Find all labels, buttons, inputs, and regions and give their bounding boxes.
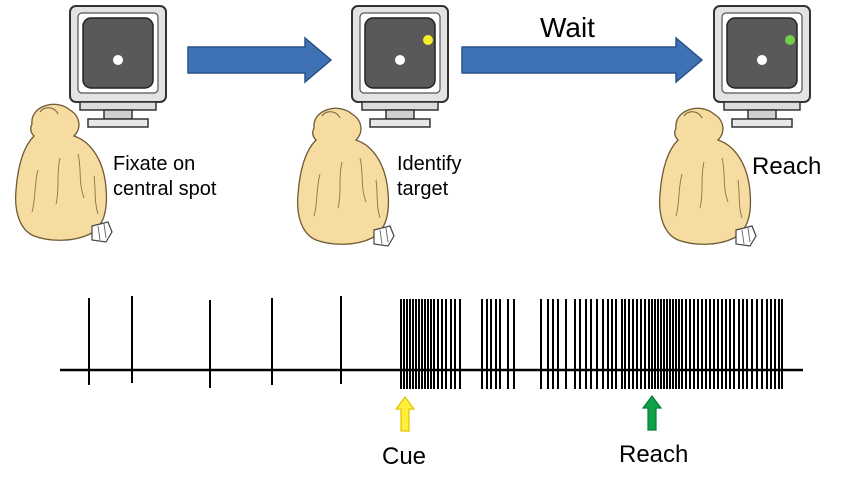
arrow-1-icon — [187, 36, 333, 84]
monitor-3 — [713, 5, 811, 128]
stage-2-label: Identify target — [397, 152, 461, 202]
stage-3-label-line1: Reach — [752, 153, 822, 180]
fixation-spot — [395, 55, 405, 65]
monitor-1 — [69, 5, 167, 128]
stage-2-label-line1: Identify — [397, 153, 462, 175]
stage-1-label-line1: Fixate on — [113, 153, 196, 175]
fixation-spot — [757, 55, 767, 65]
monitor-2 — [351, 5, 449, 128]
cue-arrow-icon — [394, 396, 416, 432]
monkey-2 — [296, 107, 395, 247]
target-dot — [785, 35, 795, 45]
cue-label: Cue — [382, 443, 427, 470]
stage-1-label: Fixate on central spot — [113, 152, 216, 202]
spike-raster — [60, 296, 803, 389]
arrow-2-icon — [461, 36, 704, 84]
wait-label: Wait — [540, 12, 595, 43]
target-dot — [423, 35, 433, 45]
monitor-icon — [713, 5, 811, 128]
fixation-spot — [113, 55, 123, 65]
stage-3-label: Reach — [752, 152, 821, 182]
monkey-3 — [658, 107, 757, 247]
event-markers — [394, 395, 663, 432]
monkey-icon — [296, 107, 395, 247]
monitor-icon — [351, 5, 449, 128]
stage-2-label-line2: target — [397, 178, 449, 200]
arrows-layer — [187, 36, 704, 84]
monitor-icon — [69, 5, 167, 128]
reach-marker-label: Reach — [619, 441, 689, 468]
monkey-icon — [658, 107, 757, 247]
monitors-layer — [69, 5, 811, 128]
reach-arrow-icon — [641, 395, 663, 431]
stage-1-label-line2: central spot — [113, 178, 217, 200]
